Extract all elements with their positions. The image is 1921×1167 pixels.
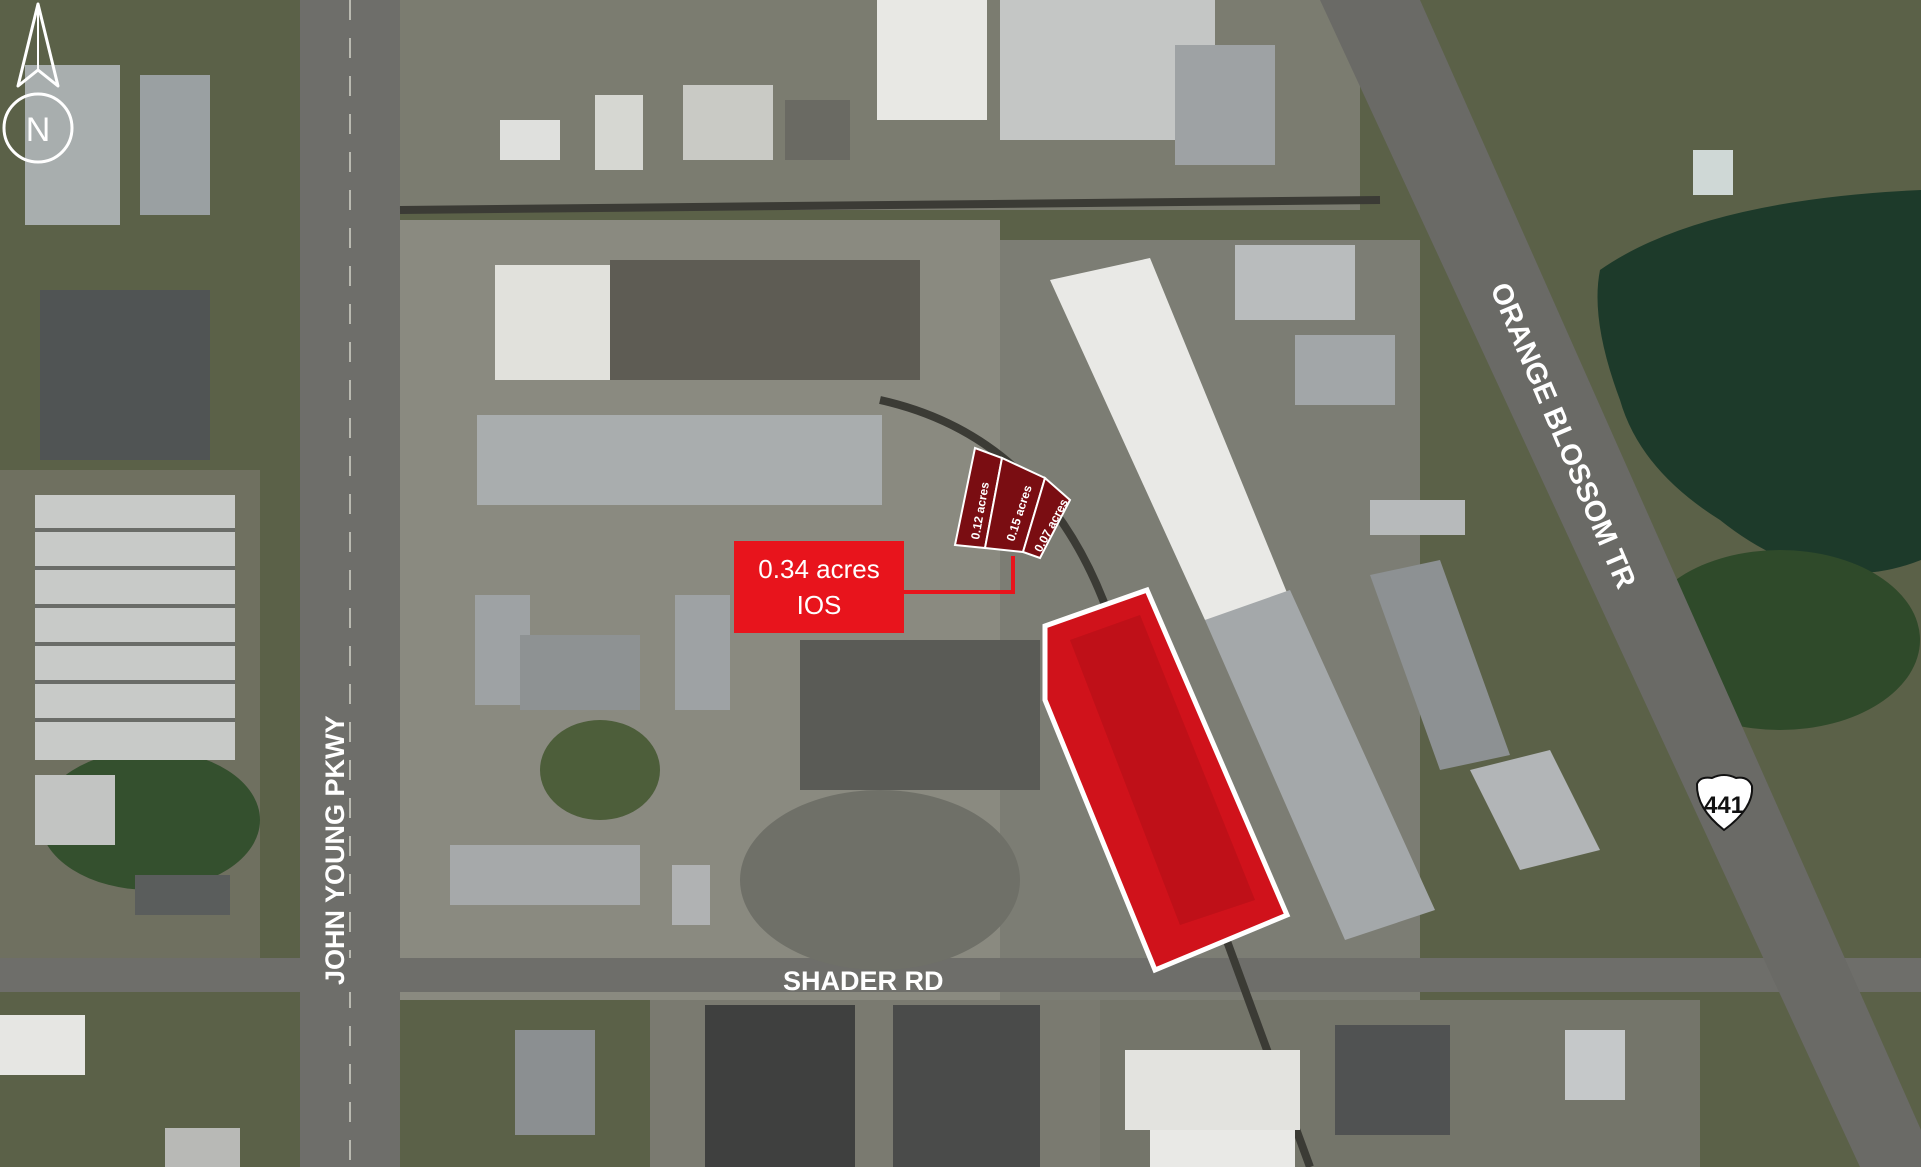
- building: [672, 865, 710, 925]
- shield-number: 441: [1704, 792, 1744, 819]
- building: [135, 875, 230, 915]
- rail-line: [399, 196, 1381, 214]
- building: [705, 1005, 855, 1167]
- parcel-shading: [1070, 615, 1255, 925]
- sub-parcel-3: [1021, 476, 1072, 560]
- building: [893, 1005, 1040, 1167]
- building: [1565, 1030, 1625, 1100]
- building: [1370, 500, 1465, 535]
- building: [675, 595, 730, 710]
- building: [165, 1128, 240, 1167]
- building: [1150, 1130, 1295, 1167]
- storage-rows: [35, 495, 235, 760]
- building: [40, 290, 210, 460]
- long-white-warehouse: [1050, 258, 1290, 620]
- building: [25, 65, 120, 225]
- building: [800, 640, 1040, 790]
- building: [1175, 45, 1275, 165]
- callout-ios: IOS: [796, 590, 842, 620]
- building: [1470, 750, 1600, 870]
- long-gray-warehouse: [1205, 590, 1435, 940]
- ios-callout: 0.34 acres IOS: [734, 541, 904, 633]
- building: [877, 0, 987, 120]
- building: [520, 635, 640, 710]
- building: [1693, 150, 1733, 195]
- us-441-shield-icon: 441: [1695, 774, 1754, 832]
- building: [0, 1015, 85, 1075]
- compass-label: N: [26, 111, 51, 149]
- shader-rd-road: [0, 958, 1921, 992]
- parking-lot: [740, 790, 1020, 970]
- building: [500, 120, 560, 160]
- building: [610, 260, 920, 380]
- callout-acres: 0.34 acres: [758, 554, 880, 584]
- building: [1125, 1050, 1300, 1130]
- building: [1370, 560, 1510, 770]
- building: [1235, 245, 1355, 320]
- building: [785, 100, 850, 160]
- building: [683, 85, 773, 160]
- north-arrow-icon: N: [2, 2, 74, 164]
- building: [595, 95, 643, 170]
- building: [450, 845, 640, 905]
- building: [35, 775, 115, 845]
- building: [1295, 335, 1395, 405]
- building: [1335, 1025, 1450, 1135]
- lake: [1597, 190, 1921, 574]
- road-label-john-young-pkwy: JOHN YOUNG PKWY: [320, 715, 350, 985]
- road-label-shader-rd: SHADER RD: [783, 966, 944, 996]
- tree-cluster: [540, 720, 660, 820]
- warehouse: [477, 415, 882, 505]
- building: [140, 75, 210, 215]
- orange-blossom-road: [1320, 0, 1921, 1167]
- building: [515, 1030, 595, 1135]
- building: [495, 265, 610, 380]
- callout-connector: [904, 556, 1015, 594]
